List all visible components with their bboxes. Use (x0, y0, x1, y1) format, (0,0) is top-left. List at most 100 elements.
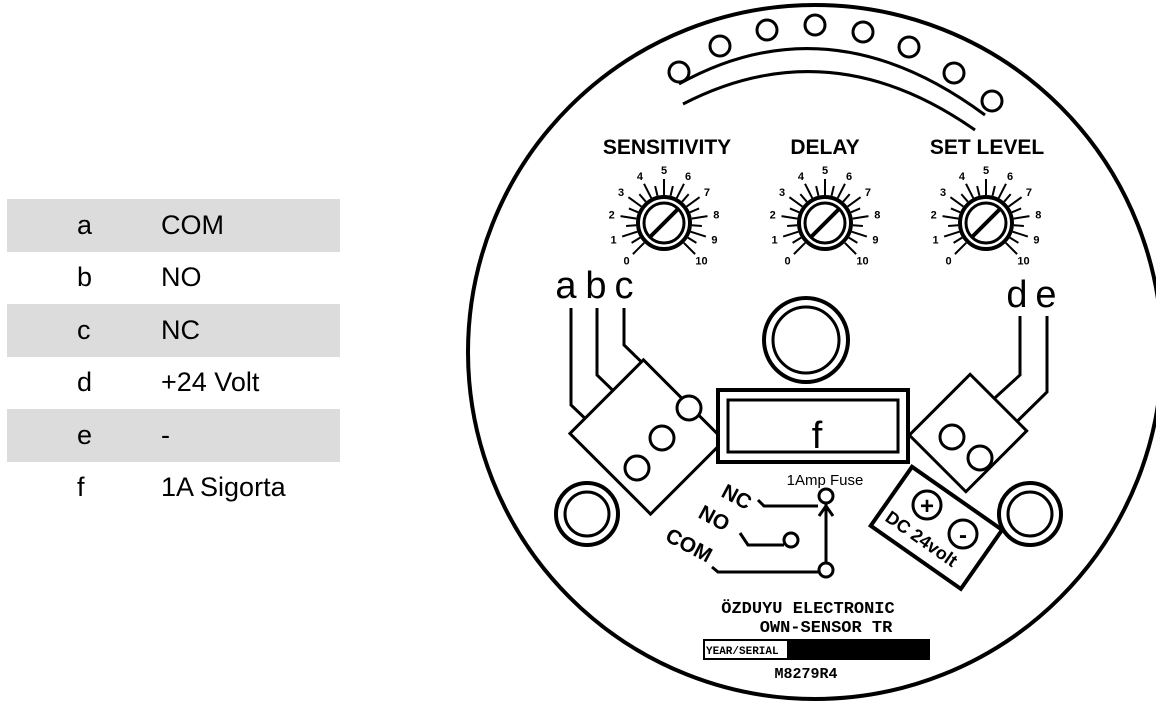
dial-tick (842, 193, 851, 203)
led-arc-inner (682, 70, 976, 132)
dial-tick (852, 224, 863, 227)
dial-scale-label: 9 (1033, 234, 1039, 246)
dial-tick (631, 236, 641, 244)
right-terminal-block (907, 372, 1029, 494)
legend-row: e - (7, 409, 340, 462)
mounting-hole-right-inner (1006, 490, 1054, 538)
terminal-screw-c[interactable] (675, 394, 703, 422)
dial-scale-label: 3 (779, 187, 785, 199)
dial-scale-label: 10 (856, 255, 868, 267)
terminal-screw-e[interactable] (966, 444, 994, 472)
dial-tick (683, 242, 696, 255)
power-minus-symbol: - (959, 522, 967, 549)
dial-tick (686, 196, 701, 208)
dial-tick (1009, 236, 1019, 244)
legend-key: c (77, 314, 91, 345)
legend-key: e (77, 419, 93, 450)
dial-tick (789, 207, 800, 214)
fuse-label: f (812, 415, 823, 457)
center-ring-inner (771, 305, 841, 375)
dial-scale-label: 6 (685, 171, 691, 183)
terminal-screw-d[interactable] (938, 423, 966, 451)
dial-scale-label: 9 (711, 234, 717, 246)
dial-tick (669, 185, 674, 197)
relay-nc-trace (756, 498, 818, 508)
model-code: M8279R4 (774, 666, 837, 683)
dial-tick (675, 183, 685, 199)
legend-key: f (77, 472, 85, 503)
led-indicator (897, 35, 921, 59)
led-indicator (851, 20, 875, 44)
relay-arrow-icon (817, 503, 835, 517)
dial-tick (1011, 207, 1022, 214)
dial-pointer (648, 207, 680, 239)
fuse-holder-inner[interactable] (726, 398, 900, 454)
legend-value: 1A Sigorta (161, 472, 286, 503)
terminal-label-c: c (615, 265, 634, 307)
dial-scale-label: 1 (611, 234, 617, 246)
dial-tick (781, 215, 798, 220)
dial-tick (654, 185, 659, 197)
dial-tick (690, 230, 707, 238)
dial-scale-label: 0 (945, 255, 951, 267)
left-terminal-block (567, 357, 727, 517)
dial-tick (799, 193, 808, 203)
led-indicator (980, 89, 1004, 113)
dial-tick (948, 224, 959, 227)
dial-tick (1013, 224, 1024, 227)
dial-scale-label: 9 (872, 234, 878, 246)
mounting-hole-right (997, 481, 1063, 547)
dial-tick (787, 224, 798, 227)
dial-scale-label: 7 (865, 187, 871, 199)
dial-scale-label: 10 (1017, 255, 1029, 267)
dial-tick (793, 242, 806, 255)
dial-tick (1013, 215, 1030, 220)
dial-tick (848, 236, 858, 244)
terminal-screw-b[interactable] (648, 424, 676, 452)
dial-tick (960, 193, 969, 203)
dial-tick (847, 196, 862, 208)
fuse-caption: 1Amp Fuse (787, 472, 864, 489)
dial-tick (1005, 242, 1018, 255)
dial-tick (815, 185, 820, 197)
dial-scale-label: 4 (798, 171, 805, 183)
terminal-screw-a[interactable] (623, 454, 651, 482)
dial-tick (627, 196, 642, 208)
dial-tick (953, 236, 963, 244)
dial-tick (804, 183, 814, 199)
legend-key: b (77, 262, 93, 293)
dial-pointer (970, 207, 1002, 239)
dial-tick (689, 207, 700, 214)
serial-label: YEAR/SERIAL (706, 646, 779, 658)
dial-tick (851, 230, 868, 238)
dial-scale-label: 6 (1007, 171, 1013, 183)
dial-tick (691, 215, 708, 220)
relay-com-trace (711, 565, 818, 574)
legend-row: a COM (7, 199, 340, 252)
dial-tick (949, 196, 964, 208)
knob-title-sensitivity: SENSITIVITY (603, 136, 731, 159)
legend-table: a COM b NO c NC d +24 Volt e - f 1A Sigo… (7, 199, 340, 514)
dial-tick (1003, 193, 1012, 203)
dial-tick (943, 230, 960, 238)
legend-row: c NC (7, 304, 340, 357)
dial-tick (620, 215, 637, 220)
dial-scale-label: 8 (713, 210, 719, 222)
knob-title-set-level: SET LEVEL (930, 136, 1045, 159)
dial-tick (950, 207, 961, 214)
led-indicator (942, 61, 966, 85)
dial-scale-label: 0 (784, 255, 790, 267)
dial-scale-label: 6 (846, 171, 852, 183)
product-name: OWN-SENSOR TR (760, 619, 893, 638)
dial-scale-label: 5 (822, 165, 828, 177)
center-ring-outer (762, 296, 850, 384)
relay-no-contact (782, 531, 800, 549)
dial-tick (621, 230, 638, 238)
mounting-hole-left-inner (563, 490, 611, 538)
terminal-label-e: e (1035, 274, 1056, 316)
board-outline (466, 3, 1156, 701)
